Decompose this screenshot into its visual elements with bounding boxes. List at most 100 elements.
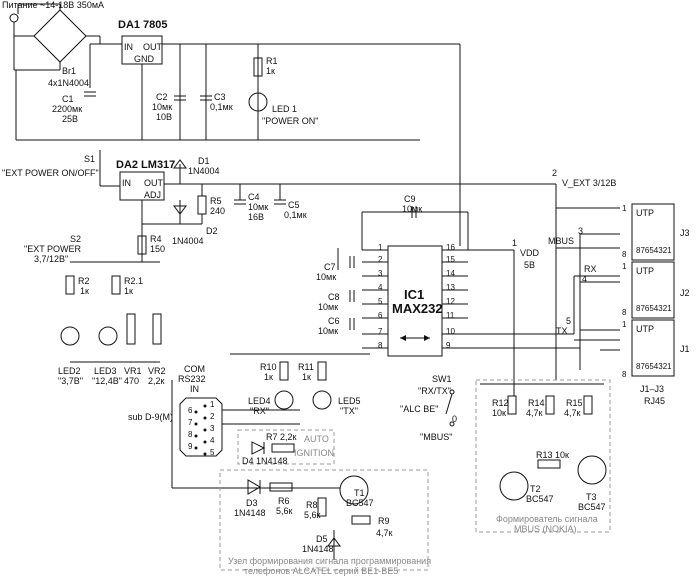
- c3-value: 0,1мк: [210, 102, 233, 112]
- auto-label: AUTO: [304, 434, 329, 444]
- s2-label-2: 3,7/12В": [34, 254, 69, 264]
- r10-value: 1к: [264, 372, 273, 382]
- led5-label: "TX": [340, 406, 358, 416]
- r1-ref: R1: [266, 56, 278, 66]
- r10-ref: R10: [260, 362, 277, 372]
- c8-ref: C8: [328, 292, 340, 302]
- j1-utp: UTP: [636, 324, 654, 334]
- alcatel-caption-2: телефонов ALCATEL серий BE1-BE5: [244, 566, 399, 576]
- r9-ref: R9: [378, 516, 390, 526]
- led5-ref: LED5: [338, 396, 361, 406]
- r5-value: 240: [210, 206, 226, 216]
- com-port-drawing: [171, 380, 300, 488]
- ic1-part: MAX232: [392, 301, 443, 316]
- r2-ref: R2: [78, 276, 90, 286]
- j3-pin-1: 1: [622, 204, 627, 213]
- da2-out: OUT: [144, 178, 163, 188]
- ic1-pin-9: 9: [446, 341, 451, 350]
- t1-ref: T1: [354, 488, 365, 498]
- rx-node-label: RX: [584, 264, 597, 274]
- c4-value: 10мк: [248, 202, 269, 212]
- mbus-caption-2: MBUS (NOKIA): [514, 524, 577, 534]
- c4-ref: C4: [248, 192, 260, 202]
- ic1-pin-14: 14: [446, 269, 455, 278]
- auto-ignition-drawing: [251, 441, 295, 455]
- c5-value: 0,1мк: [284, 210, 307, 220]
- ic1-pin-leads: [337, 211, 580, 349]
- da2-in: IN: [122, 178, 131, 188]
- s1-ref: S1: [84, 154, 96, 164]
- com-label-1: COM: [184, 364, 205, 374]
- power-rails: [15, 36, 461, 246]
- node-2: 2: [552, 168, 558, 178]
- j2-pin-1: 1: [622, 262, 627, 271]
- r13-label: R13 10к: [536, 450, 569, 460]
- c3-ref: C3: [214, 92, 226, 102]
- d1-ref: D1: [198, 156, 210, 166]
- tx-node-label: TX: [556, 326, 568, 336]
- vdd-voltage: 5В: [524, 260, 536, 270]
- alcatel-block-drawing: [172, 475, 371, 560]
- node-5: 5: [566, 316, 572, 326]
- r14-value: 4,7к: [526, 408, 543, 418]
- r14-ref: R14: [528, 398, 545, 408]
- r12-ref: R12: [492, 398, 509, 408]
- t2-part: BC547: [526, 494, 554, 504]
- c1-value: 2200мк: [52, 104, 83, 114]
- led3-label: "12,4В": [92, 376, 122, 386]
- c4-voltage: 16В: [248, 212, 265, 222]
- c9-ref: C9: [404, 194, 416, 204]
- r1-body: [253, 57, 263, 77]
- j2-pin-numbers: 87654321: [636, 304, 672, 313]
- mbus-caption-1: Формирователь сигнала: [496, 514, 598, 524]
- r15-value: 4,7к: [564, 408, 581, 418]
- com-pin-6: 6: [188, 406, 193, 415]
- ic1-pin-5: 5: [378, 297, 383, 306]
- ic1-pin-4: 4: [378, 283, 383, 292]
- vdd-label: VDD: [520, 248, 540, 258]
- sw1-ref: SW1: [432, 374, 452, 384]
- r15-ref: R15: [566, 398, 583, 408]
- j1-pin-8: 8: [622, 370, 627, 379]
- c7-value: 10мк: [316, 272, 337, 282]
- led4-ref: LED4: [248, 396, 271, 406]
- led3-ref: LED3: [94, 366, 117, 376]
- j1-pin-numbers: 87654321: [636, 362, 672, 371]
- t2-ref: T2: [530, 484, 541, 494]
- r1-value: 1к: [266, 66, 275, 76]
- mbus-group-outline: [475, 379, 611, 533]
- ic1-pin-15: 15: [446, 255, 455, 264]
- ic1-pin-10: 10: [446, 327, 455, 336]
- com-label-2: RS232: [178, 374, 206, 384]
- vr2-ref: VR2: [148, 366, 166, 376]
- bridge-ref: Br1: [62, 66, 77, 76]
- vr2-value: 2,2к: [148, 376, 165, 386]
- bridge-part: 4x1N4004: [48, 78, 90, 88]
- c6-ref: C6: [328, 316, 340, 326]
- s2-ref: S2: [70, 234, 82, 244]
- com-pin-2: 2: [210, 412, 215, 421]
- led2-label: "3,7В": [58, 376, 83, 386]
- r6-value: 5,6к: [276, 506, 293, 516]
- com-pin-7: 7: [188, 418, 193, 427]
- ignition-label: IGNITION: [294, 448, 334, 458]
- mbus-node-label: MBUS: [548, 236, 575, 246]
- led4-label: "RX": [250, 406, 269, 416]
- r21-value: 1к: [124, 286, 133, 296]
- s2-label-1: "EXT POWER: [24, 244, 82, 254]
- s1-label: "EXT POWER ON/OFF": [2, 168, 99, 178]
- c1-voltage: 25В: [62, 114, 79, 124]
- com-pin-9: 9: [188, 442, 193, 451]
- sw1-pos-0: 0: [452, 414, 458, 424]
- com-pin-4: 4: [210, 436, 215, 445]
- vr1-value: 470: [124, 376, 140, 386]
- c8-value: 10мк: [318, 302, 339, 312]
- ic1-pin-7: 7: [378, 327, 383, 336]
- ic1-pin-2: 2: [378, 255, 383, 264]
- jacks-range-label: J1–J3: [640, 384, 665, 394]
- vext-label: V_EXT 3/12В: [562, 178, 617, 188]
- da1-ref: DA1 7805: [118, 19, 168, 31]
- r21-ref: R2.1: [124, 276, 144, 286]
- r4-ref: R4: [150, 234, 162, 244]
